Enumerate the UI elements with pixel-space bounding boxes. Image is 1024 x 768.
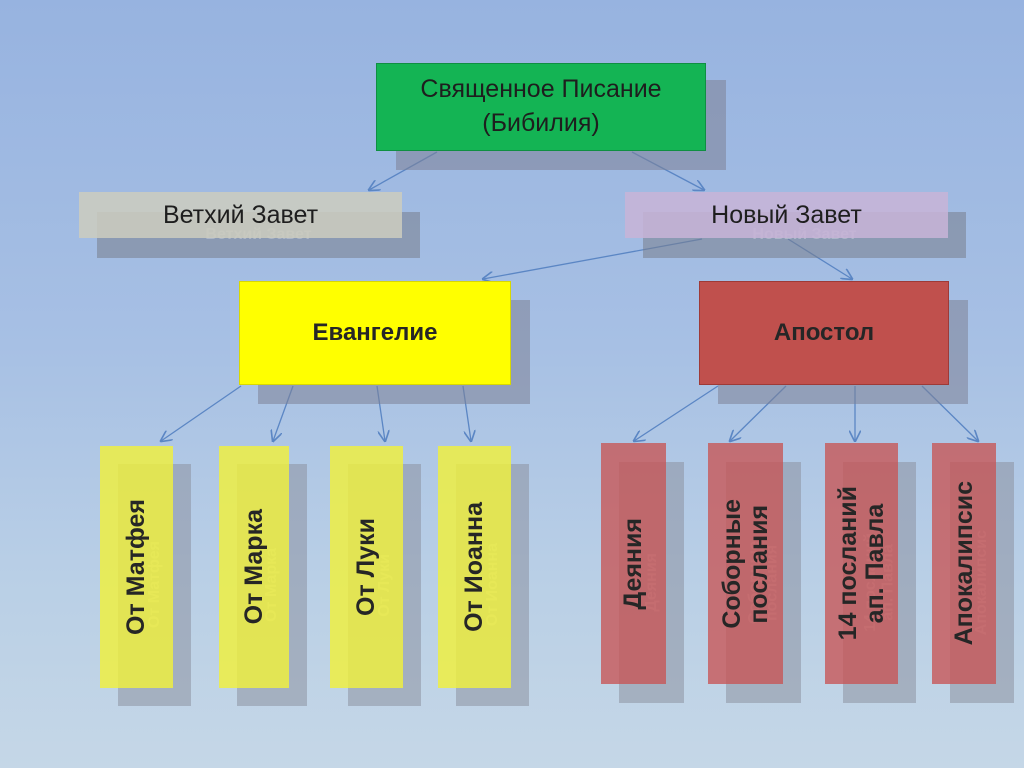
leaf-apostle-acts: Деяния bbox=[601, 443, 666, 684]
gospel-label: Евангелие bbox=[312, 319, 438, 346]
root-subtitle: (Бибилия) bbox=[482, 109, 600, 137]
root-node-label: Священное Писание (Бибилия) bbox=[377, 64, 705, 150]
gospel-node: Евангелие bbox=[239, 281, 511, 385]
leaf-gospel-john: От Иоанна bbox=[438, 446, 511, 688]
leaf-apostle-apocalypse: Апокалипсис bbox=[932, 443, 996, 684]
new-testament-label: Новый Завет bbox=[711, 200, 862, 229]
old-testament-node: Ветхий Завет bbox=[79, 192, 402, 238]
new-testament-node: Новый Завет bbox=[625, 192, 948, 238]
leaf-label-matthew: От Матфея bbox=[122, 499, 150, 635]
apostle-node: Апостол bbox=[699, 281, 949, 385]
old-testament-label: Ветхий Завет bbox=[162, 200, 319, 229]
root-node-holy-scripture: Священное Писание (Бибилия) bbox=[376, 63, 706, 151]
leaf-gospel-matthew: От Матфея bbox=[100, 446, 173, 688]
leaf-label-john: От Иоанна bbox=[460, 502, 488, 632]
leaf-gospel-luke: От Луки bbox=[330, 446, 403, 688]
leaf-label-mark: От Марка bbox=[239, 509, 268, 625]
apostle-label: Апостол bbox=[773, 319, 875, 346]
leaf-label-acts: Деяния bbox=[619, 517, 647, 610]
arrow-gospel-to-matthew bbox=[161, 385, 242, 441]
leaf-label-luke: От Луки bbox=[352, 518, 380, 616]
leaf-gospel-mark: От Марка bbox=[219, 446, 289, 688]
arrow-apostle-to-acts bbox=[634, 385, 719, 441]
root-title: Священное Писание bbox=[420, 75, 662, 104]
leaf-label-apocalypse: Апокалипсис bbox=[949, 481, 978, 646]
